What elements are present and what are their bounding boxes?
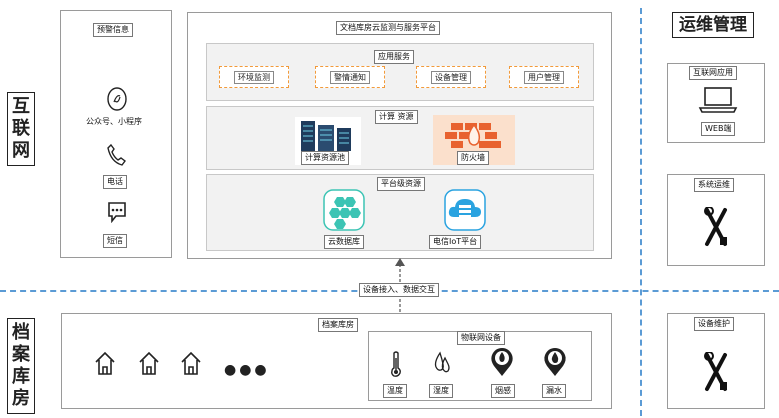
alarm-notify-button[interactable]: 警情通知 [315,66,385,88]
firewall-label: 防火墙 [457,151,489,165]
compute-pool-box: 计算资源池 [295,117,361,165]
tools-icon [704,352,727,391]
iot-platform-label: 电信IoT平台 [429,235,482,249]
cloud-database-label: 云数据库 [324,235,364,249]
warehouse-tag: 档案库房 [318,318,358,332]
firewall-icon [445,123,501,148]
ops-system-tag: 系统运维 [694,178,734,192]
humidity-label: 湿度 [429,384,453,398]
connector-label: 设备接入、数据交互 [359,283,439,297]
alert-panel: 预警信息 公众号、小程序 电话 短信 [60,10,172,258]
ops-device-tag: 设备维护 [694,317,734,331]
device-manage-button[interactable]: 设备管理 [416,66,486,88]
compute-section: 计算 资源 计算资源池 [206,106,594,170]
iot-devices-panel: 物联网设备 温度 湿度 烟感 漏水 [368,331,592,401]
platform-panel: 文档库房云监测与服务平台 应用服务 环境监测 警情通知 设备管理 用户管理 计算… [187,12,612,259]
platform-resources-section: 平台级资源 云数据库 电信IoT平台 [206,174,594,251]
house-icon [95,351,115,375]
ops-web-label: WEB端 [701,122,736,136]
app-services-section: 应用服务 环境监测 警情通知 设备管理 用户管理 [206,43,594,101]
alert-sms-label: 短信 [103,234,127,248]
temperature-label: 温度 [383,384,407,398]
ops-device-box: 设备维护 [667,313,765,409]
message-icon [108,202,126,223]
ops-system-box: 系统运维 [667,174,765,266]
thermometer-icon [391,351,401,377]
phone-icon [107,143,126,166]
alert-wechat-label: 公众号、小程序 [83,116,145,128]
leak-label: 漏水 [542,384,566,398]
alert-panel-tag: 预警信息 [93,23,133,37]
internet-zone-title: 互 联 网 [7,92,35,166]
more-rooms-ellipsis: ●●● [224,362,270,378]
compute-pool-label: 计算资源池 [301,151,349,165]
app-services-tag: 应用服务 [374,50,414,64]
platform-title: 文档库房云监测与服务平台 [336,21,440,35]
user-manage-button[interactable]: 用户管理 [509,66,579,88]
platform-resources-tag: 平台级资源 [377,177,425,191]
humidity-icon [434,351,450,373]
server-rack-icon [301,121,351,151]
iot-platform-icon [444,189,486,231]
ops-web-box: 互联网应用 WEB端 [667,63,765,143]
ops-web-tag: 互联网应用 [689,66,737,80]
house-icon [139,351,159,375]
smoke-sensor-icon [491,348,513,376]
cloud-database-icon [323,189,365,231]
archive-zone-title: 档 案 库 房 [7,318,35,414]
firewall-box: 防火墙 [433,115,515,165]
iot-devices-tag: 物联网设备 [457,331,505,345]
link-icon [107,87,127,111]
water-leak-icon [544,348,566,376]
ops-title: 运维管理 [672,12,754,38]
laptop-icon [698,87,738,113]
warehouse-panel: 档案库房 ●●● 物联网设备 温度 湿度 烟感 [61,313,612,409]
smoke-label: 烟感 [491,384,515,398]
ops-divider-line [640,8,642,416]
alert-phone-label: 电话 [103,175,127,189]
env-monitor-button[interactable]: 环境监测 [219,66,289,88]
compute-tag: 计算 资源 [375,110,418,124]
tools-icon [704,207,727,246]
house-icon [181,351,201,375]
